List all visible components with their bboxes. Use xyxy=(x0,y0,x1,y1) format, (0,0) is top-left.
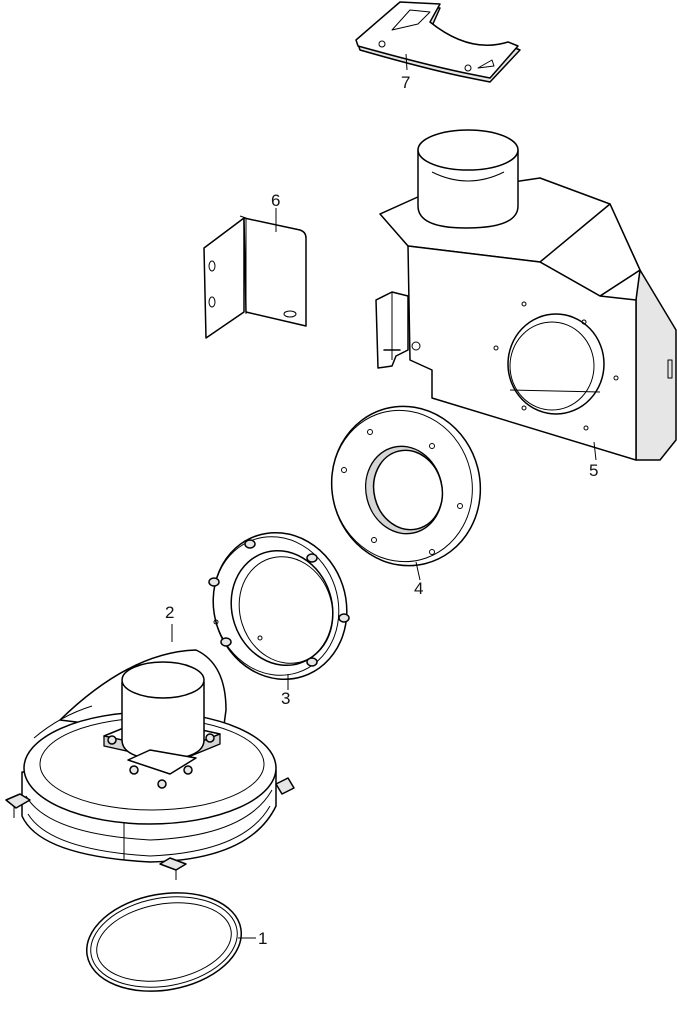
part-1-label: 1 xyxy=(258,929,267,948)
part-7-leader xyxy=(405,53,408,71)
part-6-angle-bracket xyxy=(203,215,307,339)
part-5-housing xyxy=(375,129,677,461)
part-7-label: 7 xyxy=(401,73,410,92)
part-4-flange-gasket xyxy=(330,405,482,567)
part-4-label: 4 xyxy=(414,579,423,598)
part-2-label: 2 xyxy=(165,603,174,622)
part-7-mounting-plate xyxy=(355,1,521,83)
part-5-leader xyxy=(593,441,597,461)
part-5-label: 5 xyxy=(589,461,598,480)
part-1-seal-ring xyxy=(85,892,243,992)
part-6-label: 6 xyxy=(271,191,280,210)
part-3-label: 3 xyxy=(281,689,290,708)
part-2-blower-fan xyxy=(5,649,295,880)
part-4-leader xyxy=(415,561,421,581)
part-3-bolt-gasket xyxy=(208,531,350,681)
